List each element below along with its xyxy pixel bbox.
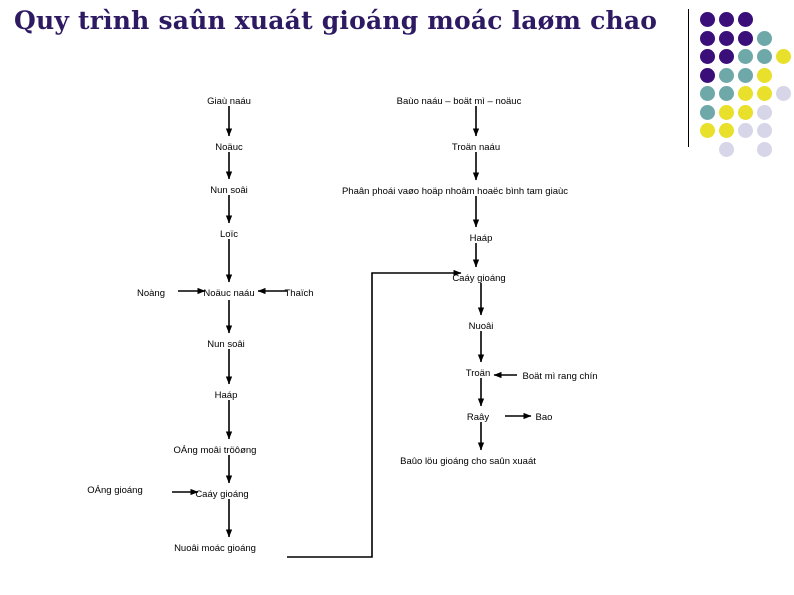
page-title: Quy trình saûn xuaát gioáng moác laøm ch…: [14, 6, 658, 35]
flow-node-cay-giong-1: Caáy gioáng: [452, 273, 506, 284]
decoration-dot: [719, 12, 734, 27]
flow-node-bao-nau: Baùo naáu – boät mì – noäuc: [396, 96, 522, 107]
decoration-dot: [719, 141, 734, 157]
vertical-rule-divider: [688, 9, 689, 147]
decoration-dot: [700, 30, 715, 46]
decoration-dot: [738, 30, 753, 46]
flow-node-tron: Troän: [465, 368, 491, 379]
decoration-dot: [757, 49, 772, 64]
decoration-dot: [719, 30, 734, 46]
flow-node-nuoc-nau: Noäuc naáu: [203, 288, 255, 299]
decoration-dot: [700, 123, 715, 138]
flow-node-nun-soi-2: Nun soâi: [207, 339, 245, 350]
decoration-dot: [700, 12, 715, 27]
decoration-dot: [738, 12, 753, 27]
decoration-dot: [700, 86, 715, 101]
decoration-dot: [757, 123, 772, 138]
flow-node-nuoi-moc-giong: Nuoâi moác gioáng: [174, 543, 256, 554]
decoration-dot: [757, 30, 772, 46]
flow-node-phan-phoi: Phaân phoái vaøo hoäp nhoâm hoaëc bình t…: [341, 186, 569, 197]
decoration-dot: [738, 49, 753, 64]
flow-node-bao: Bao: [535, 412, 553, 423]
decoration-dot: [719, 49, 734, 64]
decoration-dot: [738, 104, 753, 120]
decoration-dot: [738, 86, 753, 101]
decoration-dot: [757, 86, 772, 101]
flow-node-nuoi: Nuoâi: [468, 321, 494, 332]
flow-node-loc: Loïc: [220, 229, 238, 240]
flow-node-tron-nau: Troän naáu: [451, 142, 501, 153]
flow-node-hap-1: Haáp: [214, 390, 238, 401]
decoration-dot: [757, 104, 772, 120]
flow-node-giau-nau: Giaù naáu: [207, 96, 251, 107]
flow-node-thach: Thaïch: [284, 288, 314, 299]
flow-node-cay-giong-2: Caáy gioáng: [195, 489, 249, 500]
decoration-dot: [719, 104, 734, 120]
decoration-dot: [776, 86, 791, 101]
dot-grid-decoration: [688, 4, 794, 157]
decoration-dot: [719, 123, 734, 138]
flow-node-ray: Raây: [466, 412, 490, 423]
decoration-dot: [738, 67, 753, 83]
flow-node-nong: Noàng: [137, 288, 165, 299]
decoration-dot: [776, 49, 791, 64]
decoration-dot: [757, 141, 772, 157]
flow-node-ong-moi-truong: OÁng moâi tröôøng: [173, 445, 257, 456]
decoration-dot: [719, 86, 734, 101]
flow-node-nuoc: Noäuc: [215, 142, 243, 153]
flow-node-bot-mi-rang: Boät mì rang chín: [522, 371, 598, 382]
decoration-dot: [719, 67, 734, 83]
decoration-dot: [738, 123, 753, 138]
decoration-dot: [700, 49, 715, 64]
flow-node-nun-soi-1: Nun soâi: [210, 185, 248, 196]
flow-node-bao-luu: Baûo löu gioáng cho saûn xuaát: [400, 456, 536, 467]
flow-node-ong-giong: OÁng gioáng: [87, 485, 143, 496]
decoration-dot: [700, 104, 715, 120]
decoration-dot: [757, 67, 772, 83]
decoration-dot: [700, 67, 715, 83]
flow-node-hap-2: Haáp: [469, 233, 493, 244]
